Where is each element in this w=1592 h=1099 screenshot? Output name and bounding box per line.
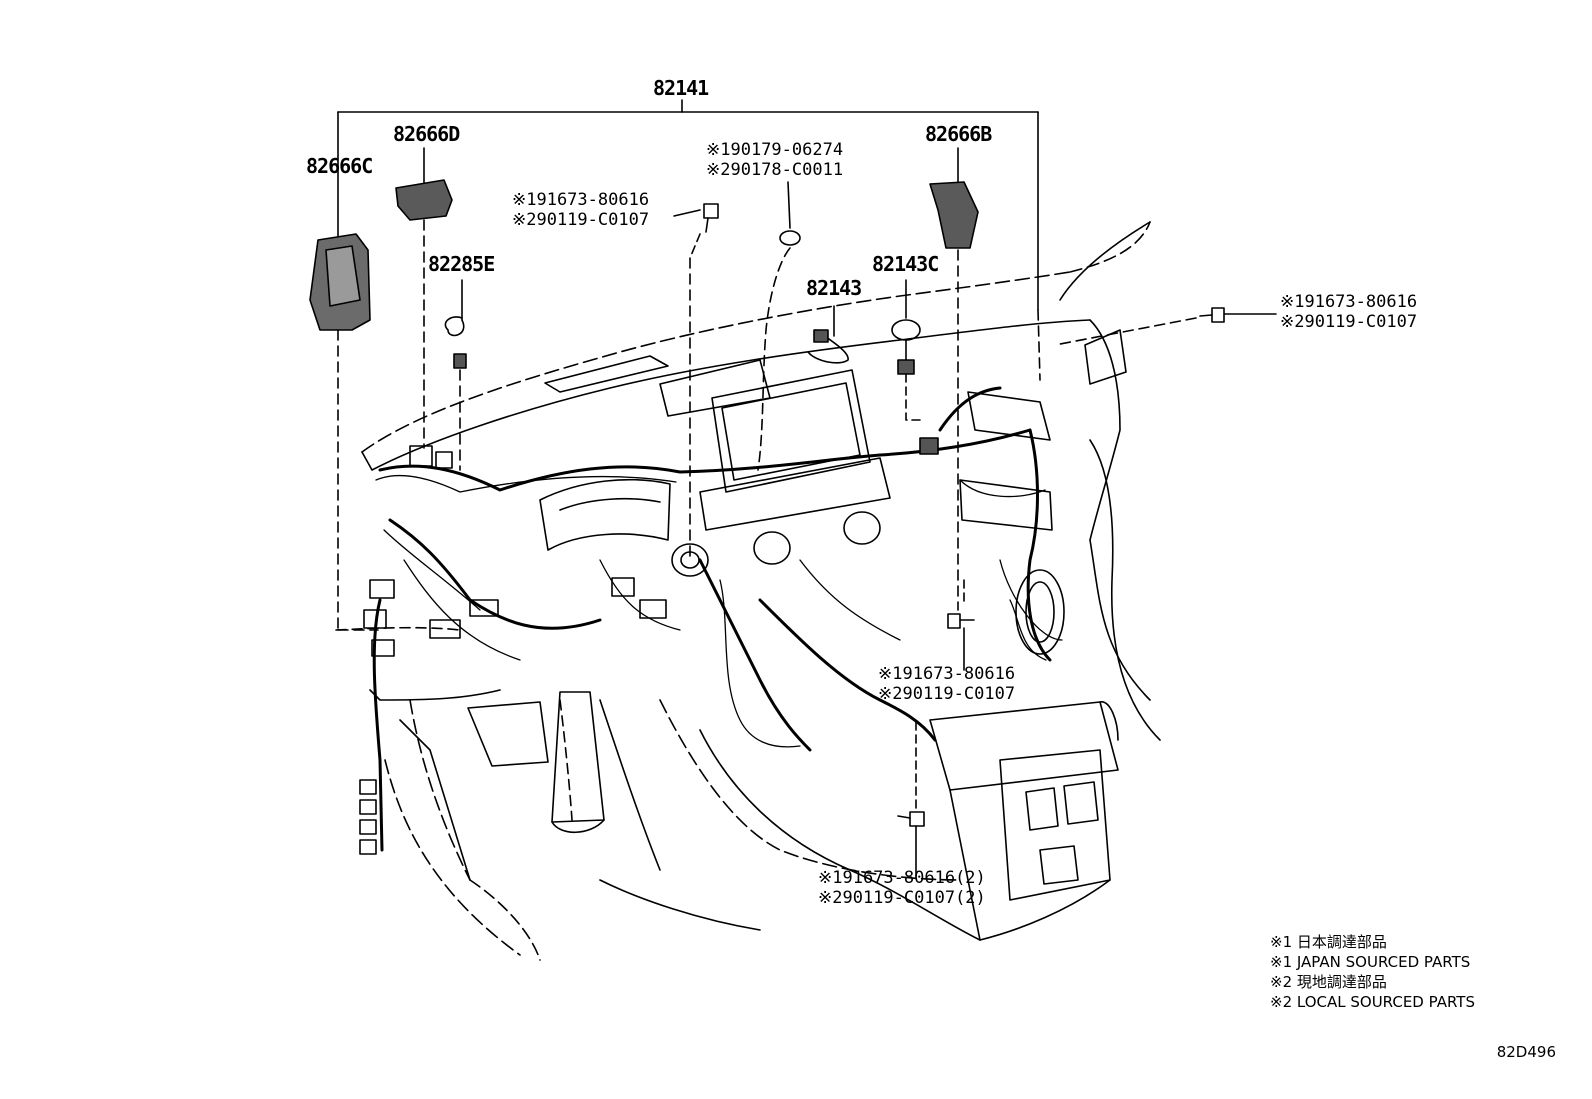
label-82141: 82141 <box>653 76 709 100</box>
console-lower <box>370 690 1118 960</box>
label-82666D: 82666D <box>393 122 460 146</box>
harness-strands <box>376 476 1062 747</box>
part-82143 <box>808 306 848 363</box>
part-82666C <box>310 234 378 630</box>
part-82666B <box>930 148 978 610</box>
part-82285E <box>445 280 466 470</box>
sourcing-legend: ※1 日本調達部品 ※1 JAPAN SOURCED PARTS ※2 現地調達… <box>1270 932 1475 1012</box>
fastener-label-center-1: ※191673-80616 <box>878 664 1016 684</box>
bolt-right <box>1060 308 1276 344</box>
fastener-label-center-2: ※290119-C0107 <box>878 684 1016 704</box>
label-82143C: 82143C <box>872 252 939 276</box>
legend-line: ※2 現地調達部品 <box>1270 973 1387 991</box>
clip-top-mid <box>758 182 800 470</box>
label-82666C: 82666C <box>306 154 373 178</box>
right-module <box>960 392 1064 654</box>
bolt-top-left <box>674 204 718 556</box>
fastener-label-bottom-2: ※290119-C0107(2) <box>818 888 986 908</box>
dashboard-outline <box>362 222 1160 740</box>
label-82285E: 82285E <box>428 252 495 276</box>
legend-line: ※1 JAPAN SOURCED PARTS <box>1270 953 1471 971</box>
instrument-cluster <box>540 480 880 576</box>
bolt-center <box>948 580 974 670</box>
legend-line: ※1 日本調達部品 <box>1270 933 1387 951</box>
part-82666D <box>396 148 452 448</box>
fastener-label-bottom-1: ※191673-80616(2) <box>818 868 986 888</box>
legend-line: ※2 LOCAL SOURCED PARTS <box>1270 993 1475 1011</box>
fastener-label-top-left-1: ※191673-80616 <box>512 190 650 210</box>
fastener-label-right-2: ※290119-C0107 <box>1280 312 1418 332</box>
center-display <box>660 360 890 530</box>
fastener-label-top-left-2: ※290119-C0107 <box>512 210 650 230</box>
label-82143: 82143 <box>806 276 862 300</box>
part-82143C <box>892 280 938 454</box>
leader-lines <box>336 310 1040 630</box>
fastener-label-right-1: ※191673-80616 <box>1280 292 1418 312</box>
bolt-bottom <box>898 720 924 876</box>
fastener-label-top-mid-1: ※190179-06274 <box>706 140 844 160</box>
label-82666B: 82666B <box>925 122 992 146</box>
left-connector-cluster <box>360 446 666 854</box>
fastener-label-top-mid-2: ※290178-C0011 <box>706 160 844 180</box>
diagram-code: 82D496 <box>1496 1043 1556 1061</box>
